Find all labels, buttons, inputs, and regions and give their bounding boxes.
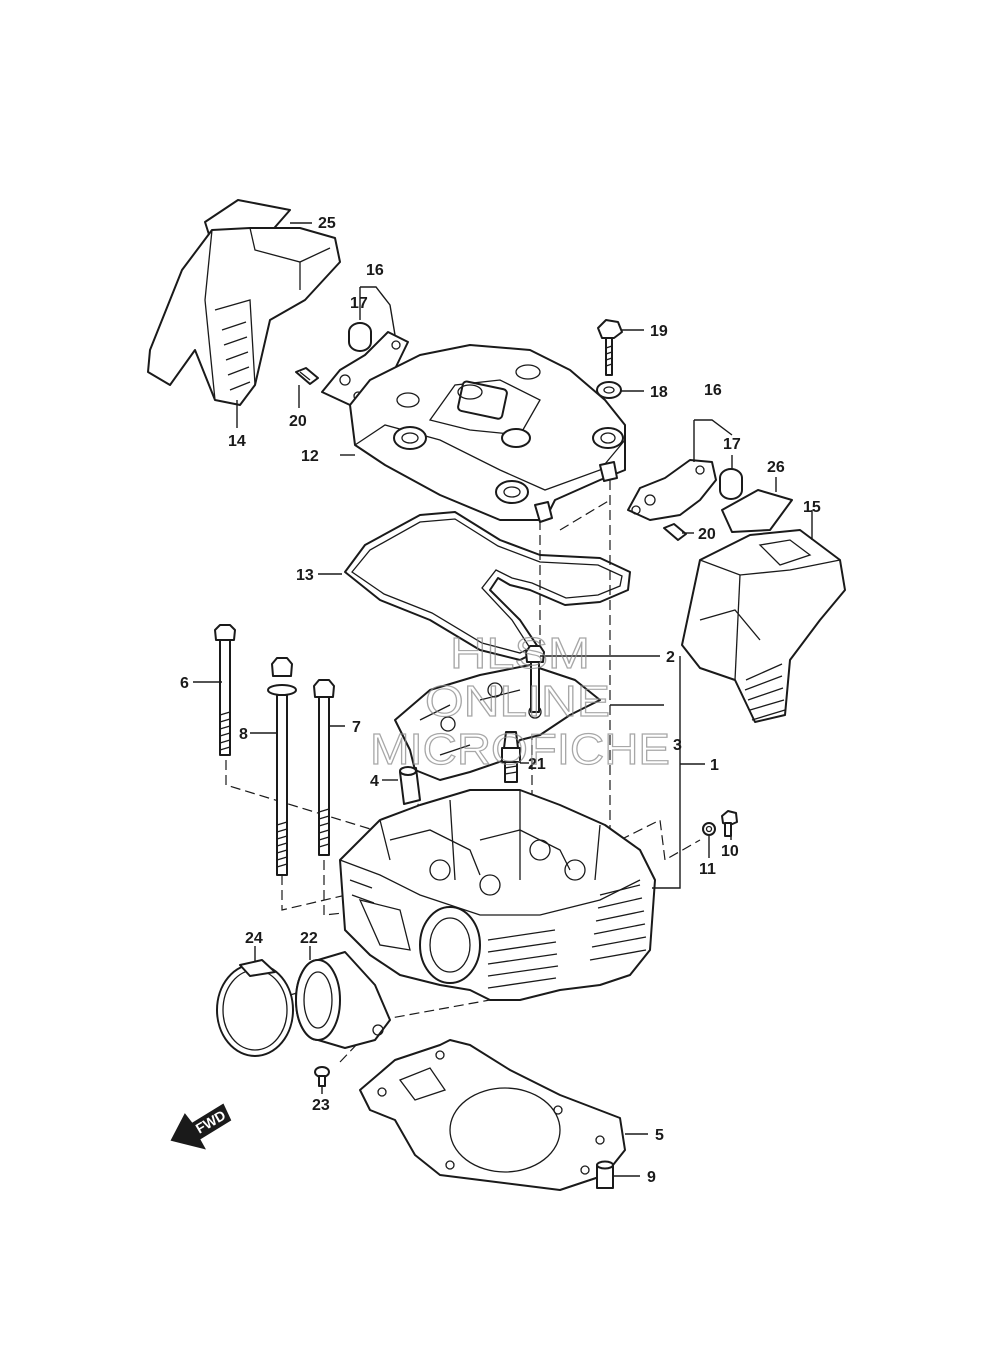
callout-20-left: 20 [289, 413, 307, 430]
callout-9: 9 [647, 1169, 656, 1186]
part-2-bolt [525, 645, 545, 713]
callout-16-right: 16 [704, 382, 722, 399]
callout-7: 7 [352, 719, 361, 736]
part-22-intake-pipe [295, 951, 391, 1049]
part-15-cover [681, 529, 846, 723]
callout-6: 6 [180, 675, 189, 692]
part-17-rubber-right [719, 468, 743, 500]
part-20-bolt-right [663, 523, 687, 541]
callout-23: 23 [312, 1097, 330, 1114]
watermark: HLSM ONLINE MICROFICHE [369, 628, 670, 774]
callout-8: 8 [239, 726, 248, 743]
part-5-head-gasket [359, 1039, 626, 1191]
callout-24: 24 [245, 930, 263, 947]
callout-3: 3 [673, 737, 682, 754]
callout-5: 5 [655, 1127, 664, 1144]
part-14-cover [147, 227, 341, 406]
callout-12: 12 [301, 448, 319, 465]
callout-17-left: 17 [350, 295, 368, 312]
callout-18: 18 [650, 384, 668, 401]
part-10-bolt [721, 810, 738, 837]
callout-22: 22 [300, 930, 318, 947]
callout-13: 13 [296, 567, 314, 584]
callout-15: 15 [803, 499, 821, 516]
callout-1: 1 [710, 757, 719, 774]
callout-11: 11 [699, 861, 716, 878]
callout-26: 26 [767, 459, 785, 476]
part-9-dowel [596, 1160, 614, 1189]
part-4-dowel [399, 766, 421, 805]
callout-20-right: 20 [698, 526, 716, 543]
part-3-bracket [394, 664, 601, 781]
part-1-cylinder-head [339, 789, 656, 1001]
part-21-spark-plug [501, 731, 521, 783]
fwd-arrow-icon: FWD [170, 1103, 232, 1150]
part-12-head-cover [349, 344, 626, 523]
part-7-bolt [313, 679, 335, 856]
callout-10: 10 [721, 843, 739, 860]
callout-14: 14 [228, 433, 246, 450]
part-19-bolt [597, 319, 623, 376]
part-13-gasket [344, 511, 631, 661]
part-18-washer [596, 381, 622, 399]
callout-2: 2 [666, 649, 675, 666]
callout-labels: 25 14 16 17 20 19 18 12 16 17 26 15 20 1… [180, 215, 821, 1186]
callout-16-left: 16 [366, 262, 384, 279]
watermark-line-2: ONLINE [425, 677, 610, 726]
part-23-screw [314, 1066, 330, 1087]
leader-lines [193, 222, 813, 1177]
part-16-bracket-right [627, 459, 717, 521]
part-17-rubber-left [348, 322, 372, 352]
watermark-line-1: HLSM [450, 629, 590, 678]
callout-17-right: 17 [723, 436, 741, 453]
part-8-bolt [267, 657, 297, 876]
part-26-pad [721, 489, 793, 533]
part-6-bolt [214, 624, 236, 756]
part-24-clamp [216, 959, 294, 1057]
part-11-washer [702, 822, 716, 836]
callout-21: 21 [528, 756, 546, 773]
callout-4: 4 [370, 773, 379, 790]
callout-19: 19 [650, 323, 668, 340]
part-20-bolt-left [295, 367, 319, 385]
callout-25: 25 [318, 215, 336, 232]
watermark-line-3: MICROFICHE [370, 725, 670, 774]
